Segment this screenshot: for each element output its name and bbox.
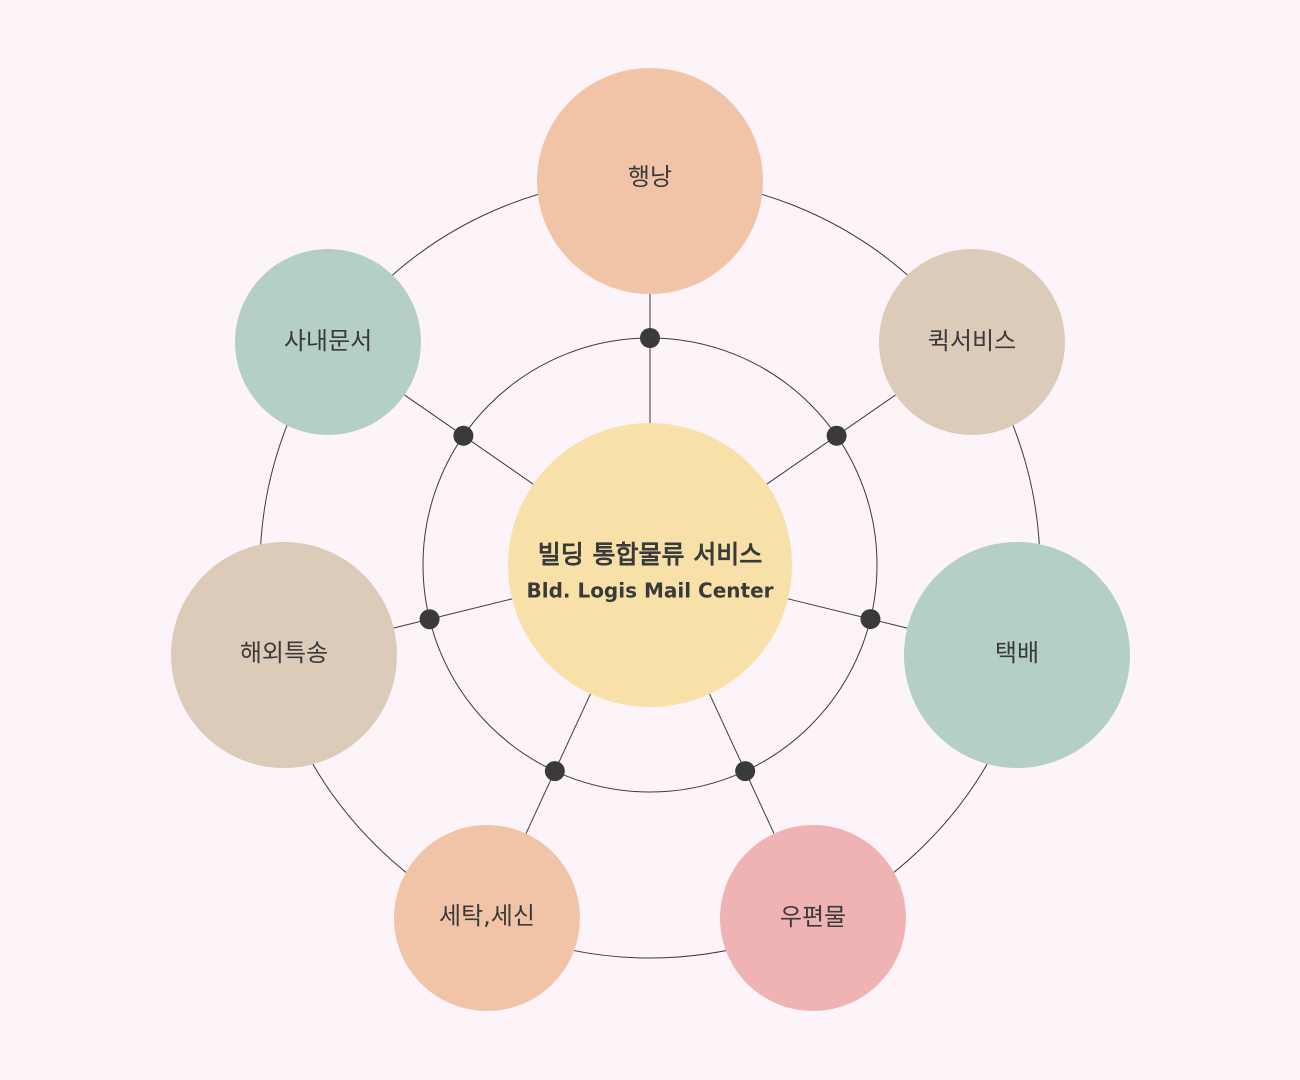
connection-dot-quick bbox=[826, 425, 847, 446]
node-internal-docs-label: 사내문서 bbox=[284, 327, 372, 355]
center-title: 빌딩 통합물류 서비스 bbox=[538, 540, 762, 569]
spoke-taekbae bbox=[787, 598, 908, 629]
node-quick-service-circle bbox=[879, 249, 1065, 435]
center-node: 빌딩 통합물류 서비스 Bld. Logis Mail Center bbox=[508, 423, 792, 707]
node-haengnang: 행낭 bbox=[537, 68, 763, 294]
connection-dot-laundry bbox=[544, 761, 565, 782]
node-quick-service: 퀵서비스 bbox=[879, 249, 1065, 435]
connection-dot-internal-docs bbox=[453, 425, 474, 446]
node-postal: 우편물 bbox=[720, 825, 906, 1011]
node-quick-service-label: 퀵서비스 bbox=[928, 327, 1016, 355]
connection-dots bbox=[419, 328, 881, 782]
connection-dot-overseas bbox=[419, 609, 440, 630]
spoke-overseas bbox=[393, 598, 513, 629]
node-postal-label: 우편물 bbox=[780, 903, 846, 931]
node-haengnang-circle bbox=[537, 68, 763, 294]
node-internal-docs: 사내문서 bbox=[235, 249, 421, 435]
node-overseas-circle bbox=[171, 542, 397, 768]
connection-dot-postal bbox=[735, 761, 756, 782]
service-nodes: 행낭 퀵서비스 택배 우편물 세탁,세신 해외특송 사내문서 bbox=[171, 68, 1130, 1011]
node-taekbae-label: 택배 bbox=[995, 639, 1039, 667]
node-haengnang-label: 행낭 bbox=[628, 163, 672, 191]
center-circle bbox=[508, 423, 792, 707]
node-overseas-label: 해외특송 bbox=[240, 639, 328, 667]
node-laundry-circle bbox=[394, 825, 580, 1011]
node-laundry-label: 세탁,세신 bbox=[439, 902, 535, 930]
connection-dot-taekbae bbox=[860, 609, 881, 630]
node-postal-circle bbox=[720, 825, 906, 1011]
node-taekbae: 택배 bbox=[904, 542, 1130, 768]
node-laundry: 세탁,세신 bbox=[394, 825, 580, 1011]
center-subtitle: Bld. Logis Mail Center bbox=[526, 579, 773, 603]
connection-dot-haengnang bbox=[640, 328, 660, 348]
node-internal-docs-circle bbox=[235, 249, 421, 435]
node-taekbae-circle bbox=[904, 542, 1130, 768]
node-overseas: 해외특송 bbox=[171, 542, 397, 768]
